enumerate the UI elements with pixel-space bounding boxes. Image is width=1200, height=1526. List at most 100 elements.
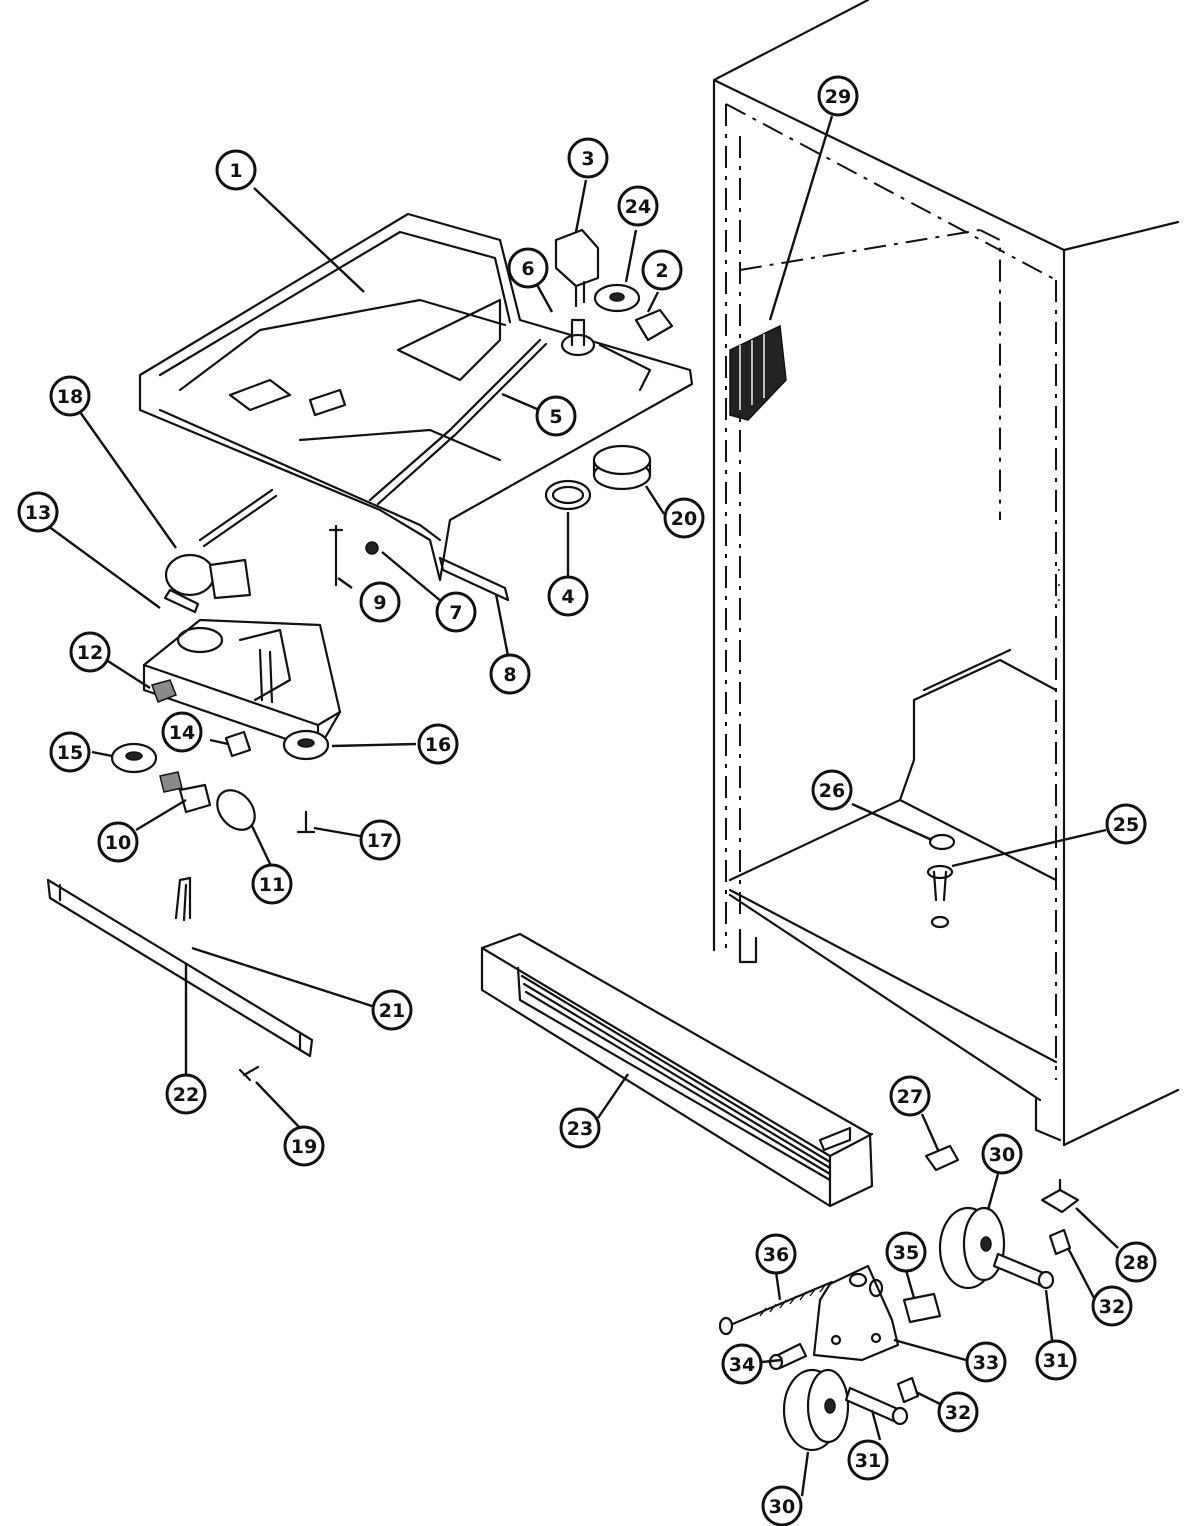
- screw-part-9: [328, 524, 344, 587]
- callout-label: 35: [893, 1242, 919, 1264]
- callout-label: 25: [1113, 814, 1139, 836]
- refrigerator-cabinet: [712, 0, 1180, 1147]
- screw-part-19: [238, 1065, 260, 1082]
- callout-label: 22: [173, 1084, 199, 1106]
- callout-label: 36: [763, 1244, 789, 1266]
- trim-strip-part-22: [46, 878, 314, 1058]
- ring-part-4: [544, 479, 592, 511]
- callout-23: 23: [559, 1107, 601, 1149]
- callout-19: 19: [283, 1125, 325, 1167]
- callout-7: 7: [435, 591, 477, 633]
- callout-35: 35: [885, 1231, 927, 1273]
- callout-label: 11: [259, 874, 285, 896]
- callout-label: 24: [625, 196, 651, 218]
- part-16: [282, 729, 330, 761]
- clip-part-27: [924, 1144, 960, 1172]
- callout-18: 18: [49, 375, 91, 417]
- callout-label: 1: [229, 160, 242, 182]
- callout-32-right: 32: [1091, 1285, 1133, 1327]
- callout-21: 21: [371, 989, 413, 1031]
- callout-3: 3: [567, 137, 609, 179]
- part-12: [151, 679, 177, 703]
- part-26: [928, 833, 956, 851]
- callout-label: 17: [367, 830, 393, 852]
- roller-assembly: [718, 1206, 1072, 1452]
- socket-part-10: [159, 771, 212, 814]
- part-15: [110, 742, 158, 774]
- callout-26: 26: [811, 769, 853, 811]
- screw-part-7: [365, 541, 379, 555]
- callout-label: 15: [57, 742, 83, 764]
- callout-label: 4: [561, 586, 574, 608]
- motor-part-18: [163, 488, 278, 614]
- callout-16: 16: [417, 723, 459, 765]
- wires-part-21: [174, 876, 192, 922]
- callout-4: 4: [547, 575, 589, 617]
- callout-31-lower: 31: [847, 1439, 889, 1481]
- callout-label: 33: [973, 1352, 999, 1374]
- callout-6: 6: [507, 247, 549, 289]
- callout-36: 36: [755, 1233, 797, 1275]
- callout-label: 7: [449, 602, 462, 624]
- callout-32-lower: 32: [937, 1391, 979, 1433]
- callout-label: 29: [825, 86, 851, 108]
- leader-lines: [47, 115, 1119, 1497]
- callout-31-right: 31: [1035, 1339, 1077, 1381]
- callout-30-top: 30: [981, 1133, 1023, 1175]
- callout-13: 13: [17, 491, 59, 533]
- callout-label: 18: [57, 386, 83, 408]
- callout-label: 19: [291, 1136, 317, 1158]
- leveler-part-28: [1040, 1178, 1080, 1214]
- callout-label: 2: [655, 260, 668, 282]
- callout-25: 25: [1105, 803, 1147, 845]
- clip-part-2: [634, 308, 674, 342]
- callout-label: 31: [855, 1450, 881, 1472]
- callout-11: 11: [251, 863, 293, 905]
- callout-20: 20: [663, 497, 705, 539]
- callout-1: 1: [215, 149, 257, 191]
- callout-label: 26: [819, 780, 845, 802]
- callout-10: 10: [97, 821, 139, 863]
- screw-part-17: [296, 810, 316, 834]
- callout-33: 33: [965, 1341, 1007, 1383]
- callout-label: 9: [373, 592, 386, 614]
- callout-12: 12: [69, 631, 111, 673]
- callout-2: 2: [641, 249, 683, 291]
- callout-label: 14: [169, 722, 195, 744]
- bracket-part-3: [554, 228, 600, 288]
- callout-label: 32: [1099, 1296, 1125, 1318]
- callout-label: 12: [77, 642, 103, 664]
- part-25: [926, 864, 954, 929]
- callout-label: 8: [503, 664, 516, 686]
- strip-part-8: [438, 556, 510, 602]
- callout-24: 24: [617, 185, 659, 227]
- part-14: [224, 730, 252, 758]
- callout-5: 5: [535, 395, 577, 437]
- callout-label: 3: [581, 148, 594, 170]
- toe-grille-part-23: [480, 932, 874, 1208]
- callout-label: 20: [671, 508, 697, 530]
- callout-9: 9: [359, 581, 401, 623]
- callout-label: 31: [1043, 1350, 1069, 1372]
- callout-22: 22: [165, 1073, 207, 1115]
- control-housing: [138, 212, 694, 582]
- callout-label: 13: [25, 502, 51, 524]
- callout-label: 21: [379, 1000, 405, 1022]
- callout-14: 14: [161, 711, 203, 753]
- callout-label: 5: [549, 406, 562, 428]
- callout-28: 28: [1115, 1241, 1157, 1283]
- callout-label: 27: [897, 1086, 923, 1108]
- callout-label: 30: [989, 1144, 1015, 1166]
- bulb-part-11: [216, 789, 256, 831]
- callout-30-bottom: 30: [761, 1485, 803, 1526]
- callout-15: 15: [49, 731, 91, 773]
- callout-34: 34: [721, 1343, 763, 1385]
- callout-label: 10: [105, 832, 131, 854]
- callout-27: 27: [889, 1075, 931, 1117]
- callout-label: 28: [1123, 1252, 1149, 1274]
- callout-17: 17: [359, 819, 401, 861]
- callout-label: 6: [521, 258, 534, 280]
- callout-29: 29: [817, 75, 859, 117]
- callout-8: 8: [489, 653, 531, 695]
